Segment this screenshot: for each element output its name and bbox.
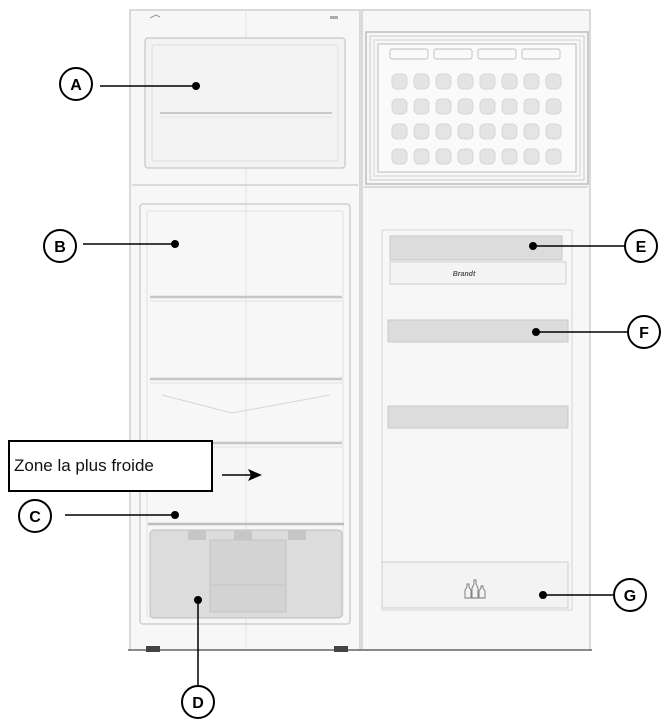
label-d: D [181,685,215,719]
coldest-zone-callout: Zone la plus froide [8,440,213,492]
ice-cube-cell [501,98,518,115]
leader-lines [65,85,628,685]
ice-cube-cell [435,98,452,115]
label-e-text: E [636,239,647,256]
label-a-text: A [70,77,82,94]
ice-cube-cell [479,73,496,90]
label-d-text: D [192,695,204,712]
ice-cube-cell [501,73,518,90]
label-a: A [59,67,93,101]
crisper-drawer [149,529,343,619]
label-b-text: B [54,239,66,256]
ice-cube-cell [523,148,540,165]
ice-cube-cell [391,73,408,90]
ice-cube-cell [523,98,540,115]
ice-cube-cell [457,148,474,165]
ice-tray [365,31,589,185]
callout-arrow [222,469,262,481]
ice-cube-cell [501,148,518,165]
label-g-text: G [624,588,636,605]
ice-cube-cell [457,123,474,140]
ice-cube-cell [523,73,540,90]
ice-cube-cell [479,98,496,115]
label-b: B [43,229,77,263]
freezer-compartment [144,37,346,169]
bottle-icon [464,579,486,599]
ice-cube-cell [435,148,452,165]
ice-cube-cell [457,73,474,90]
ice-cube-cell [391,123,408,140]
ice-cube-cell [545,98,562,115]
ice-cube-cell [435,73,452,90]
ice-cube-cell [545,73,562,90]
ice-cube-cell [501,123,518,140]
label-e: E [624,229,658,263]
ice-cube-cell [413,148,430,165]
leader-dots [171,82,547,604]
ice-cube-cell [523,123,540,140]
ice-cube-cell [391,98,408,115]
ice-cube-cell [413,98,430,115]
ice-cube-cell [391,148,408,165]
ice-cube-cell [545,123,562,140]
ice-cube-cell [435,123,452,140]
brand-label: Brandt [453,271,476,278]
label-f-text: F [639,325,649,342]
label-g: G [613,578,647,612]
ice-cube-cell [413,73,430,90]
door-shelves: Brandt [381,229,573,611]
ice-cube-cell [479,148,496,165]
ice-cube-cell [413,123,430,140]
label-c: C [18,499,52,533]
label-c-text: C [29,509,41,526]
freezer-rating-icons [389,48,561,60]
label-f: F [627,315,661,349]
ice-cube-cell [545,148,562,165]
coldest-zone-text: Zone la plus froide [14,456,154,475]
ice-cube-cell [457,98,474,115]
ice-cube-cell [479,123,496,140]
